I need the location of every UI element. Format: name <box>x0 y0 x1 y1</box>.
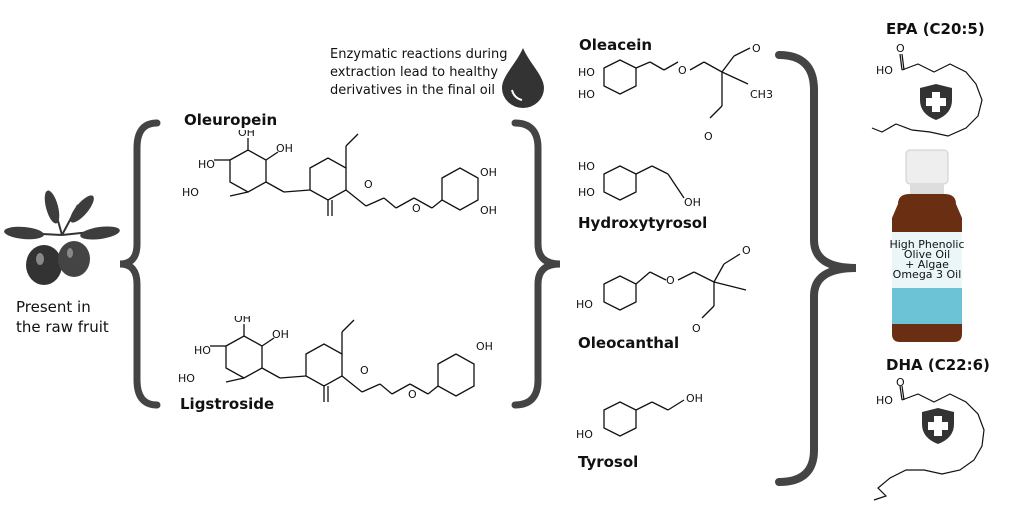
atom-label: O <box>678 64 687 77</box>
oleuropein-label: Oleuropein <box>184 111 278 129</box>
oil-drop-icon <box>502 48 544 108</box>
bottle-text-line2: Olive Oil <box>904 248 950 261</box>
oleocanthal-label: Oleocanthal <box>578 334 680 352</box>
atom-label: OH <box>234 316 251 325</box>
atom-label: O <box>666 274 675 287</box>
bottle-text-line4: Omega 3 Oil <box>893 268 962 281</box>
middle-bracket <box>511 119 561 409</box>
bottle-text-line1: High Phenolic <box>889 238 964 251</box>
bottle-text-line3: + Algae <box>905 258 949 271</box>
oleacein-structure: HO HO O O CH3 O <box>578 42 773 143</box>
atom-label: O <box>896 44 905 55</box>
atom-label: O <box>752 42 761 55</box>
atom-label: O <box>704 130 713 143</box>
oleuropein-structure: HO OH OH HO OH OH O O <box>182 130 497 217</box>
dha-label: DHA (C22:6) <box>886 356 990 374</box>
dha-structure: HO O <box>873 378 985 501</box>
raw-fruit-caption-line2: the raw fruit <box>16 318 109 336</box>
ligstroside-label: Ligstroside <box>180 395 275 413</box>
atom-label: HO <box>578 88 595 101</box>
atom-label: O <box>742 244 751 257</box>
atom-label: OH <box>276 142 293 155</box>
product-bottle-image: High Phenolic Olive Oil + Algae Omega 3 … <box>889 149 965 342</box>
hydroxytyrosol-structure: HO HO OH <box>578 160 701 209</box>
olive-branch-icon <box>4 190 120 285</box>
atom-label: HO <box>578 160 595 173</box>
note-line3: derivatives in the final oil <box>330 83 495 98</box>
tyrosol-structure: HO OH <box>576 392 703 441</box>
atom-label: OH <box>480 204 497 217</box>
atom-label: OH <box>272 328 289 341</box>
note-line1: Enzymatic reactions during <box>330 47 508 62</box>
atom-label: CH3 <box>750 88 773 101</box>
atom-label: OH <box>686 392 703 405</box>
atom-label: O <box>364 178 373 191</box>
ligstroside-structure: HO OH OH HO OH O O <box>178 316 493 402</box>
note-line2: extraction lead to healthy <box>330 65 499 80</box>
atom-label: HO <box>182 186 199 199</box>
oleacein-label: Oleacein <box>579 36 653 54</box>
atom-label: O <box>408 388 417 401</box>
hydroxytyrosol-label: Hydroxytyrosol <box>578 214 708 232</box>
enzymatic-note: Enzymatic reactions during extraction le… <box>330 46 508 100</box>
atom-label: O <box>692 322 701 335</box>
atom-label: HO <box>576 298 593 311</box>
atom-label: HO <box>876 64 893 77</box>
atom-label: OH <box>238 130 255 139</box>
raw-fruit-caption-line1: Present in <box>16 298 91 316</box>
atom-label: OH <box>476 340 493 353</box>
atom-label: HO <box>198 158 215 171</box>
atom-label: OH <box>684 196 701 209</box>
right-bracket <box>775 51 857 486</box>
oleocanthal-structure: HO O O O <box>576 244 751 335</box>
atom-label: HO <box>578 66 595 79</box>
tyrosol-label: Tyrosol <box>578 453 639 471</box>
atom-label: HO <box>194 344 211 357</box>
atom-label: HO <box>876 394 893 407</box>
atom-label: OH <box>480 166 497 179</box>
atom-label: HO <box>578 186 595 199</box>
atom-label: O <box>412 202 421 215</box>
raw-fruit-caption: Present in the raw fruit <box>16 297 109 337</box>
atom-label: HO <box>178 372 195 385</box>
atom-label: HO <box>576 428 593 441</box>
epa-label: EPA (C20:5) <box>886 20 985 38</box>
epa-structure: HO O <box>871 44 983 137</box>
atom-label: O <box>360 364 369 377</box>
left-precursor-bracket <box>119 119 161 409</box>
atom-label: O <box>896 378 905 389</box>
